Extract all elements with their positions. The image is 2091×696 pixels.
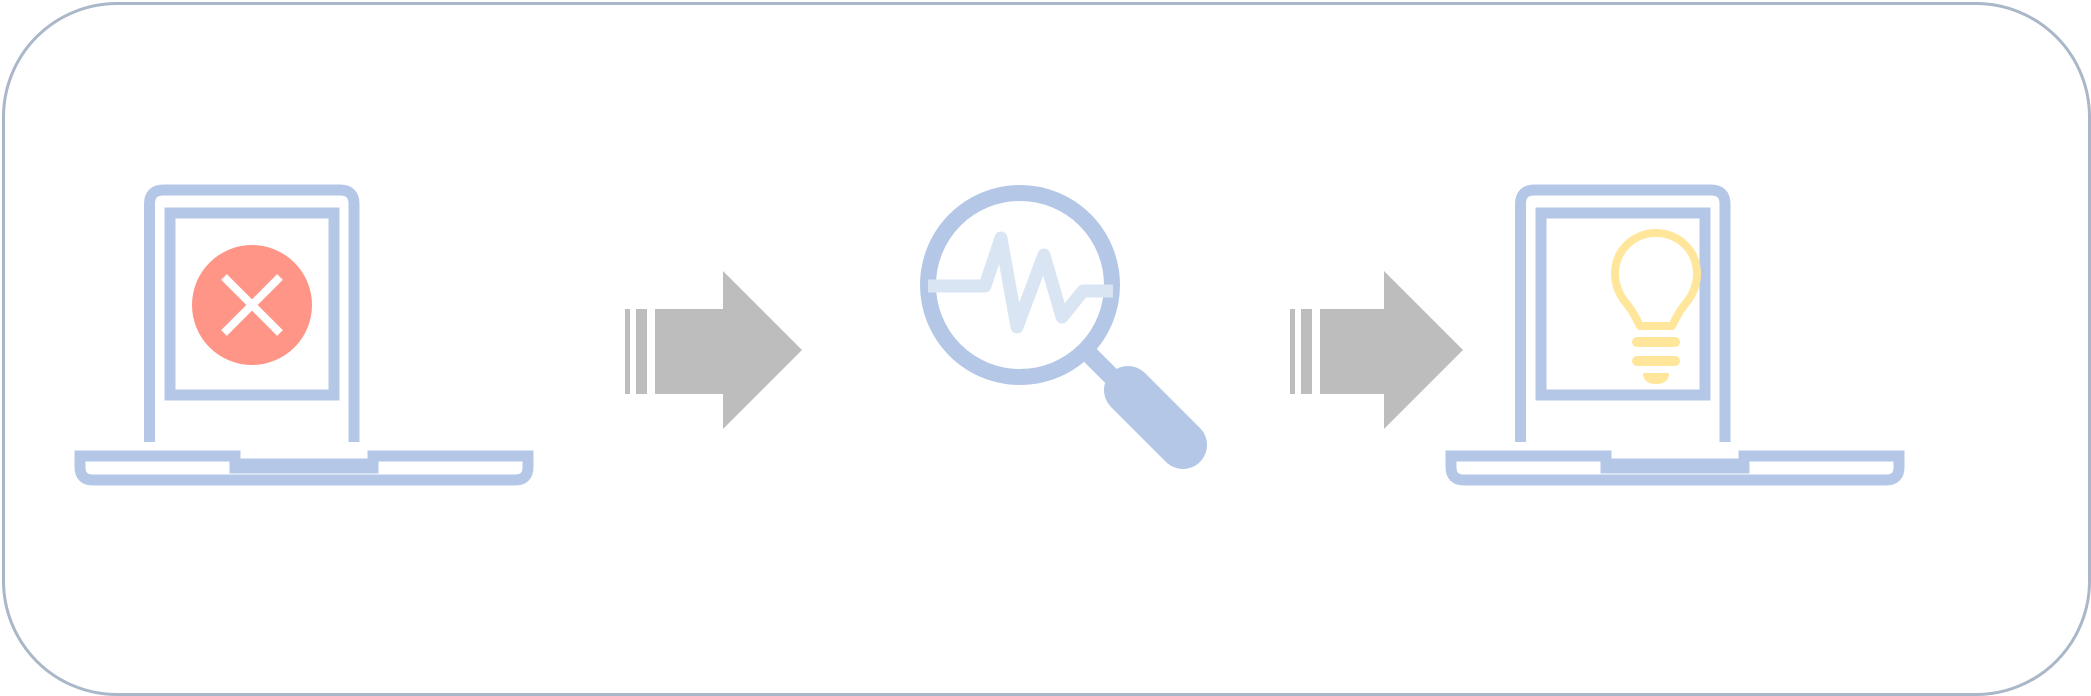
bulb-glass — [1611, 229, 1701, 330]
laptop-base — [74, 450, 534, 486]
laptop-trackpad — [231, 458, 377, 470]
laptop-lid — [144, 184, 360, 442]
laptop-screen — [164, 207, 340, 401]
magnifier-waveform-icon — [920, 185, 1207, 469]
laptop-trackpad — [1602, 458, 1748, 470]
laptop-screen — [1535, 207, 1711, 401]
laptop-idea — [1445, 184, 1905, 486]
arrow-right-icon — [625, 271, 802, 429]
x-circle-icon — [192, 245, 312, 365]
laptop-lid — [1515, 184, 1731, 442]
waveform-line — [928, 231, 1113, 334]
laptop-error — [74, 184, 534, 486]
bulb-tip — [1643, 373, 1669, 384]
laptop-base — [1445, 450, 1905, 486]
error-cross — [221, 274, 283, 336]
arrow-right-icon — [1290, 271, 1463, 429]
lightbulb-icon — [1611, 229, 1701, 384]
magnifier-handle — [1104, 366, 1207, 469]
